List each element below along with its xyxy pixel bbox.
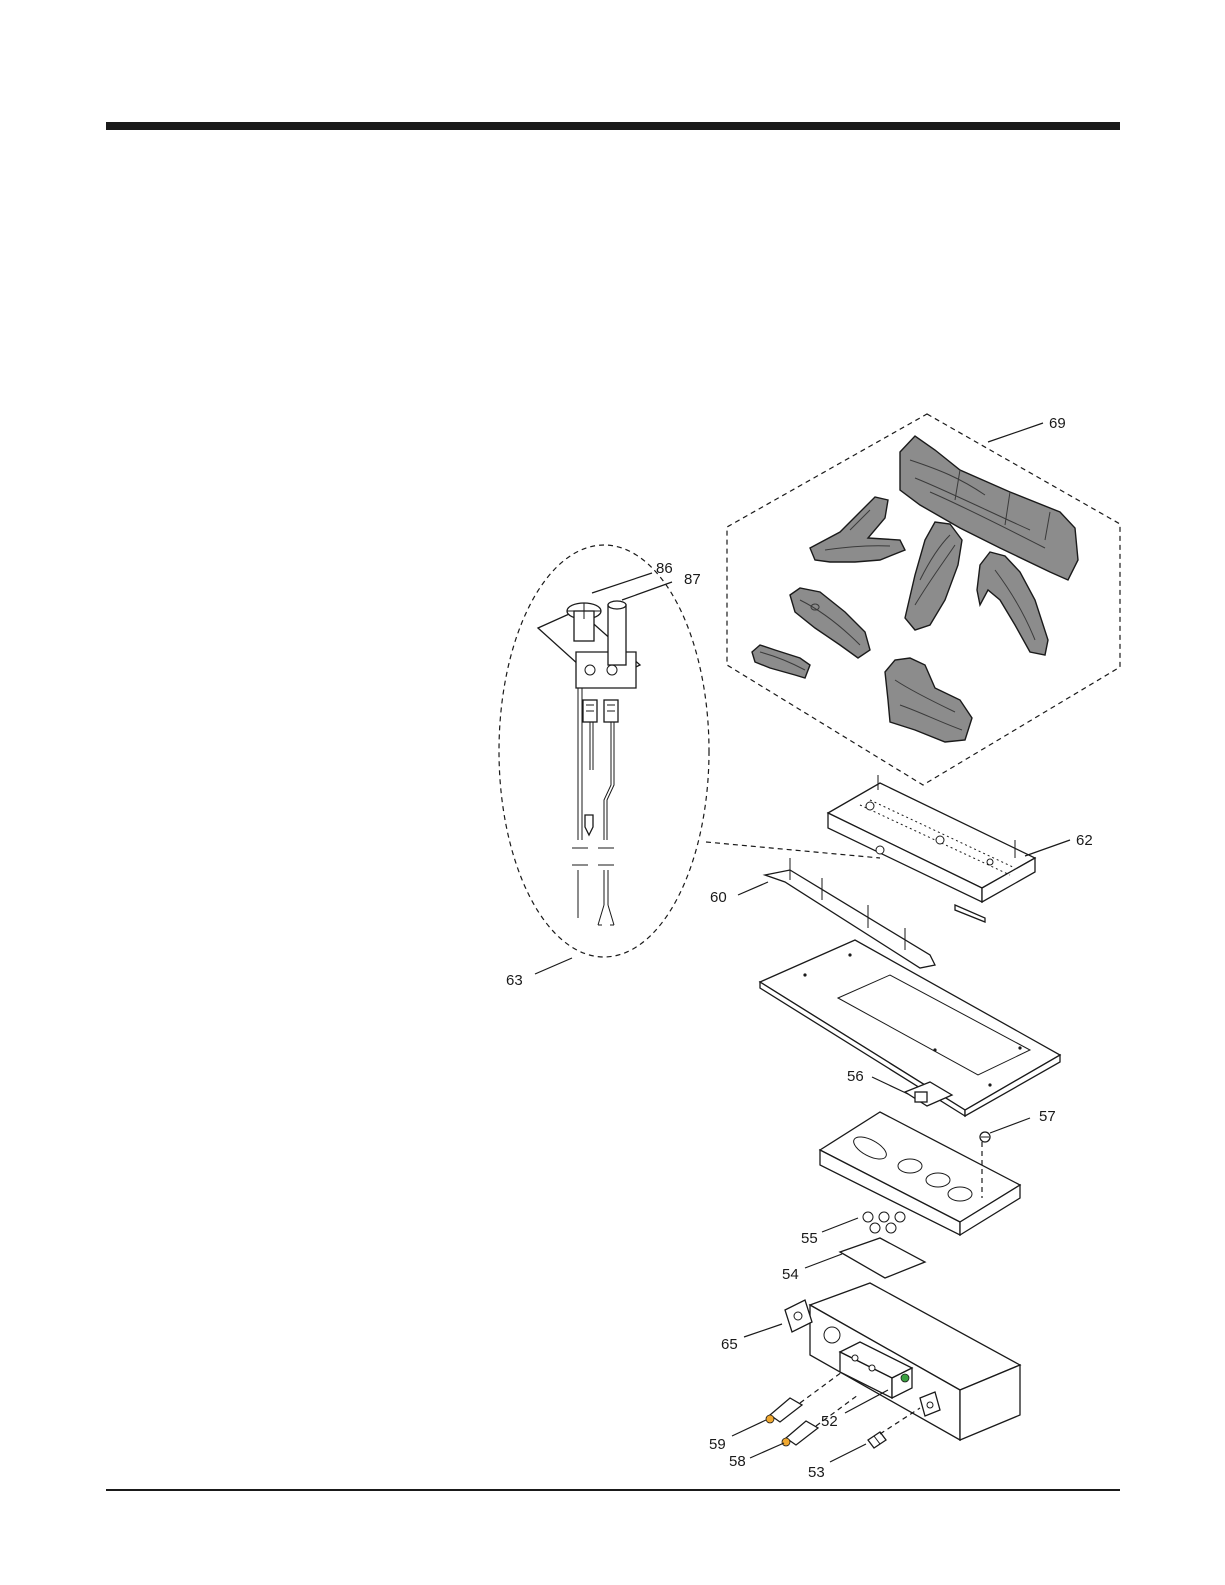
log-set-group	[727, 414, 1120, 785]
pilot-connector-line	[706, 842, 880, 858]
label-58: 58	[729, 1453, 746, 1470]
label-54: 54	[782, 1266, 799, 1283]
log-middle-left	[790, 588, 870, 658]
burner-tray	[828, 775, 1035, 922]
burner-pan	[820, 1112, 1020, 1235]
label-57: 57	[1039, 1108, 1056, 1125]
log-vertical	[905, 522, 962, 630]
label-63: 63	[506, 972, 523, 989]
label-59: 59	[709, 1436, 726, 1453]
thermocouple-tube	[608, 601, 626, 665]
label-87: 87	[684, 571, 701, 588]
log-small	[752, 645, 810, 678]
valve-knob-green	[901, 1374, 909, 1382]
orifice-washers	[863, 1212, 905, 1233]
gasket-54	[840, 1238, 925, 1278]
pilot-assembly-group	[499, 545, 709, 957]
connector-58	[782, 1421, 818, 1446]
label-56: 56	[847, 1068, 864, 1085]
gasket-65	[785, 1300, 812, 1332]
control-knob-53	[868, 1432, 886, 1448]
log-right	[977, 552, 1048, 655]
log-branch	[810, 497, 905, 562]
label-52: 52	[821, 1413, 838, 1430]
label-60: 60	[710, 889, 727, 906]
label-69: 69	[1049, 415, 1066, 432]
screw-57	[980, 1132, 990, 1142]
label-55: 55	[801, 1230, 818, 1247]
connector-59	[766, 1398, 802, 1423]
label-86: 86	[656, 560, 673, 577]
label-53: 53	[808, 1464, 825, 1481]
label-65: 65	[721, 1336, 738, 1353]
log-front	[885, 658, 972, 742]
label-62: 62	[1076, 832, 1093, 849]
